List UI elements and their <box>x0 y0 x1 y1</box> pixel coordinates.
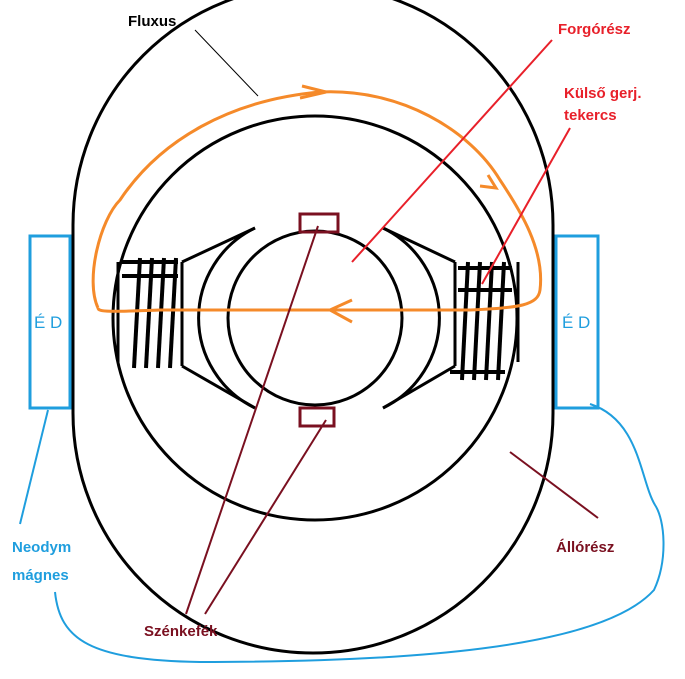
kulso-leader <box>481 127 571 285</box>
label-magnet-right: É D <box>562 313 590 332</box>
flux-path <box>91 84 543 324</box>
stator-outer <box>71 0 555 655</box>
fluxus-leader <box>194 29 259 97</box>
szenkefek-leader-1 <box>185 225 319 615</box>
label-neodym-2: mágnes <box>12 567 69 584</box>
label-neodym-1: Neodym <box>12 539 71 556</box>
label-szenkefek: Szénkefék <box>144 623 218 640</box>
right-coil <box>450 261 512 381</box>
forgoresz-leader <box>351 39 553 263</box>
szenkefek-leader-2 <box>204 419 327 615</box>
neodym-leader-left <box>19 409 49 525</box>
label-kulso-2: tekercs <box>564 107 617 124</box>
neodym-leader-curve <box>54 403 665 664</box>
right-pole <box>382 226 520 410</box>
label-magnet-left: É D <box>34 313 62 332</box>
label-kulso-1: Külső gerj. <box>564 85 642 102</box>
magnet-left <box>28 234 72 410</box>
label-forgoresz: Forgórész <box>558 21 631 38</box>
brush-bottom <box>298 406 336 428</box>
brush-top <box>298 212 340 234</box>
label-fluxus: Fluxus <box>128 13 176 30</box>
alloresz-leader <box>509 451 599 519</box>
left-coil <box>122 257 178 369</box>
label-alloresz: Állórész <box>556 539 614 556</box>
rotor-outer <box>226 229 404 407</box>
magnet-right <box>554 234 600 410</box>
